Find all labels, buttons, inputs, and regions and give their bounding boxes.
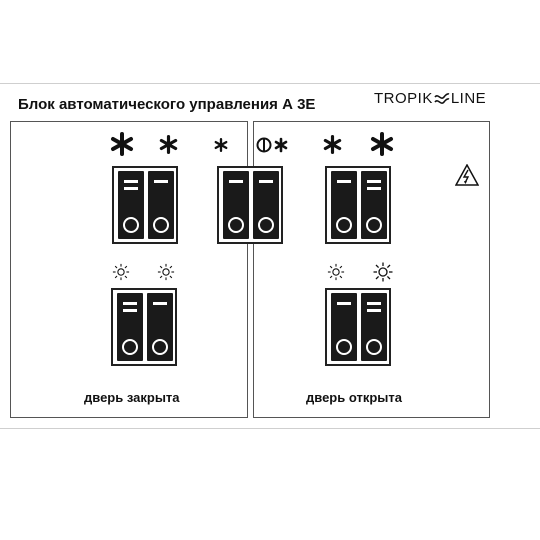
rocker-on[interactable]	[361, 293, 387, 361]
fan-large-icon	[111, 132, 133, 156]
rocker-on[interactable]	[148, 171, 174, 239]
heat-high-icon	[373, 262, 393, 282]
switch-fan-right[interactable]	[325, 166, 391, 244]
rocker-on[interactable]	[118, 171, 144, 239]
top-divider	[0, 83, 540, 84]
switch-fan-center[interactable]	[217, 166, 283, 244]
rocker-on[interactable]	[361, 171, 387, 239]
brand-right-text: LINE	[450, 90, 487, 107]
switch-heat-left[interactable]	[111, 288, 177, 366]
electric-hazard-icon	[455, 164, 479, 186]
switch-heat-right[interactable]	[325, 288, 391, 366]
bottom-divider	[0, 428, 540, 429]
fan-small-icon	[214, 138, 228, 152]
panel-title: Блок автоматического управления А 3Е	[18, 96, 316, 113]
rocker-on[interactable]	[331, 171, 357, 239]
brand-left-text: TROPIK	[374, 90, 433, 107]
heat-low-icon	[327, 263, 345, 281]
wave-icon	[434, 92, 450, 104]
fan-medium-icon	[323, 135, 342, 154]
heat-high-icon	[157, 263, 175, 281]
caption-door-closed: дверь закрыта	[84, 390, 180, 405]
rocker-on[interactable]	[331, 293, 357, 361]
fan-large-icon	[371, 132, 393, 156]
rocker-on[interactable]	[117, 293, 143, 361]
brand-logo: TROPIK LINE	[374, 90, 486, 107]
rocker-on[interactable]	[253, 171, 279, 239]
switch-fan-left[interactable]	[112, 166, 178, 244]
rocker-on[interactable]	[147, 293, 173, 361]
fan-medium-icon	[159, 135, 178, 154]
caption-door-open: дверь открыта	[306, 390, 402, 405]
heat-low-icon	[112, 263, 130, 281]
auto-fan-icon	[256, 137, 288, 153]
rocker-on[interactable]	[223, 171, 249, 239]
